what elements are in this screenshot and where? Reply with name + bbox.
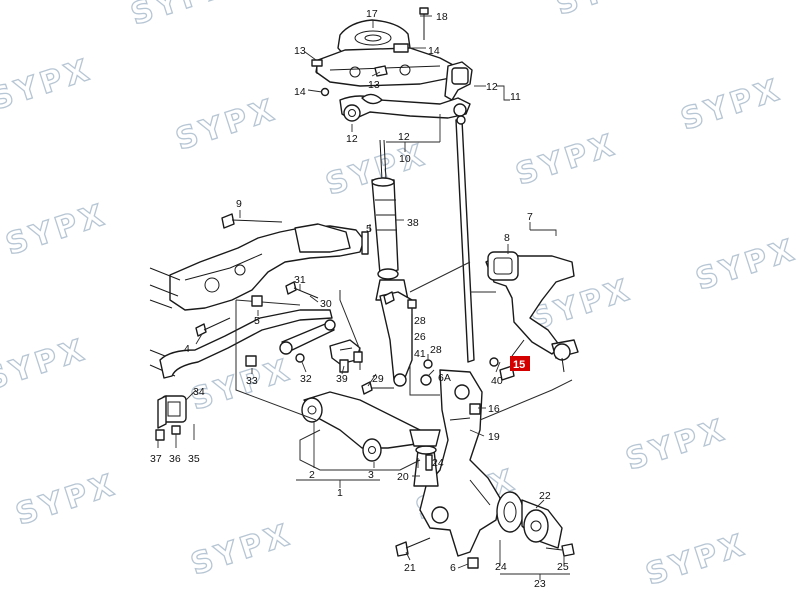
watermark: SYPX bbox=[172, 92, 282, 158]
callout-14: 14 bbox=[428, 45, 440, 57]
callout-19: 19 bbox=[488, 431, 500, 443]
watermark: SYPX bbox=[677, 72, 787, 138]
callout-9: 9 bbox=[236, 198, 242, 210]
wheel-hub bbox=[496, 491, 563, 549]
watermark: SYPX bbox=[2, 197, 112, 263]
callout-28: 28 bbox=[414, 315, 426, 327]
callout-24: 24 bbox=[495, 561, 507, 573]
callout-37: 37 bbox=[150, 453, 162, 465]
callout-5: 5 bbox=[254, 315, 260, 327]
callout-4: 4 bbox=[184, 343, 190, 355]
callout-11: 11 bbox=[510, 91, 521, 103]
watermark: SYPX bbox=[692, 232, 800, 298]
callout-31: 31 bbox=[294, 274, 306, 286]
callout-12: 12 bbox=[486, 81, 498, 93]
highlight-box bbox=[510, 356, 530, 371]
callout-13: 13 bbox=[368, 79, 380, 91]
callout-12: 12 bbox=[398, 131, 410, 143]
callout-22: 22 bbox=[539, 490, 551, 502]
callout-8: 8 bbox=[504, 232, 510, 244]
callout-1: 1 bbox=[337, 487, 343, 499]
callout-25: 25 bbox=[557, 561, 569, 573]
watermark: SYPX bbox=[127, 0, 237, 33]
callout-13: 13 bbox=[294, 45, 306, 57]
callout-labels: 17 18 13 14 13 14 12 12 11 12 10 38 7 8 … bbox=[150, 8, 569, 589]
callout-21: 21 bbox=[404, 562, 416, 574]
subframe bbox=[149, 223, 365, 377]
callout-15: 15 bbox=[513, 359, 525, 371]
callout-17: 17 bbox=[366, 8, 378, 20]
callout-29: 29 bbox=[372, 373, 384, 385]
stabiliser-link bbox=[455, 115, 475, 363]
watermark: SYPX bbox=[12, 467, 122, 533]
callout-20: 20 bbox=[397, 471, 409, 483]
watermark: SYPX bbox=[187, 517, 297, 583]
watermark: SYPX bbox=[622, 412, 732, 478]
callout-18: 18 bbox=[436, 11, 448, 23]
watermark: SYPX bbox=[552, 0, 662, 23]
callout-6: 6 bbox=[450, 562, 456, 574]
callout-26: 26 bbox=[414, 331, 426, 343]
stabiliser-bar bbox=[159, 309, 333, 379]
callout-15-highlight: 15 bbox=[510, 356, 530, 371]
callout-36: 36 bbox=[169, 453, 181, 465]
callout-23: 23 bbox=[534, 578, 546, 589]
hardware-fasteners bbox=[155, 213, 575, 569]
callout-40: 40 bbox=[491, 375, 503, 387]
callout-34: 34 bbox=[193, 386, 205, 398]
leader-lines bbox=[157, 15, 570, 580]
stabiliser-mount bbox=[157, 395, 187, 429]
strut-top-mount bbox=[315, 19, 473, 101]
watermark: SYPX bbox=[187, 352, 297, 418]
callout-32: 32 bbox=[300, 373, 312, 385]
callout-30: 30 bbox=[320, 298, 332, 310]
wheel-bearing-housing bbox=[419, 369, 501, 557]
callout-38: 38 bbox=[407, 217, 419, 229]
tie-rod bbox=[379, 291, 413, 387]
upper-control-arm bbox=[339, 93, 471, 122]
coupling-rod bbox=[279, 319, 336, 355]
callout-24: 24 bbox=[432, 457, 444, 469]
callout-10: 10 bbox=[399, 153, 411, 165]
callout-28: 28 bbox=[430, 344, 442, 356]
callout-12: 12 bbox=[346, 133, 358, 145]
callout-6a: 6A bbox=[438, 372, 451, 384]
callout-14: 14 bbox=[294, 86, 306, 98]
callout-33: 33 bbox=[246, 375, 258, 387]
callout-2: 2 bbox=[309, 469, 315, 481]
callout-41: 41 bbox=[414, 348, 426, 360]
lower-control-arm bbox=[301, 391, 421, 462]
wishbone-right bbox=[485, 251, 579, 373]
watermark: SYPX bbox=[642, 527, 752, 589]
callout-35: 35 bbox=[188, 453, 200, 465]
callout-39: 39 bbox=[336, 373, 348, 385]
watermark: SYPX bbox=[512, 127, 622, 193]
callout-3: 3 bbox=[368, 469, 374, 481]
callout-7: 7 bbox=[527, 211, 533, 223]
watermark: SYPX bbox=[0, 52, 97, 118]
callout-5: 5 bbox=[366, 223, 372, 235]
watermark: SYPX bbox=[0, 332, 92, 398]
callout-16: 16 bbox=[488, 403, 500, 415]
